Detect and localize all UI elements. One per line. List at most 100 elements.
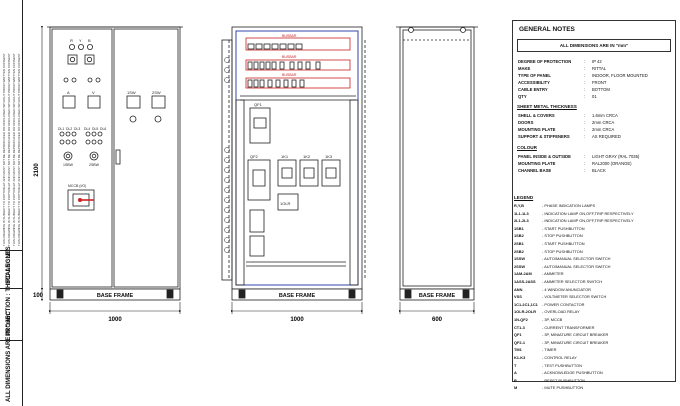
- front-base-frame: [49, 288, 181, 301]
- legend-item: T- TEST PUSHBUTTON: [514, 363, 582, 368]
- spec-row: MAKE:RITTAL: [518, 66, 607, 71]
- legend-item: 2SSW - AUTO/MANUAL SELECTOR SWITCH: [514, 264, 610, 269]
- legend-item: QF1- 3P, MINIATURE CIRCUIT BREAKER: [514, 332, 608, 337]
- legend-key: 1OLR-2OLR: [514, 309, 537, 315]
- breaker-qf1: [249, 107, 271, 144]
- legend-item: 1SB2- STOP PUSHBUTTON: [514, 233, 583, 238]
- spec-key: CABLE ENTRY: [518, 87, 548, 92]
- legend-item: 1OLR-2OLR- OVERLOAD RELAY: [514, 309, 580, 314]
- spec-value: IP 42: [592, 59, 602, 64]
- btn-label-4: DL4: [84, 127, 90, 131]
- btn-label-5: DL5: [92, 127, 98, 131]
- legend-value: - RESET PUSHBUTTON: [542, 377, 586, 383]
- legend-value: - AMMETER: [542, 271, 564, 277]
- legend-key: T: [514, 362, 517, 368]
- meter-a-label: A: [67, 90, 70, 95]
- colour-value: BLACK: [592, 168, 606, 173]
- legend-key: 1SB2: [514, 233, 524, 239]
- lamp-r: [69, 44, 76, 51]
- pushbutton-2sbw: [89, 151, 99, 161]
- busbar-label-1: BUSBAR: [282, 34, 297, 38]
- legend-key: K1-K3: [514, 355, 526, 360]
- spec-key: DEGREE OF PROTECTION: [518, 59, 572, 64]
- inside-width-dim: 1000: [290, 317, 304, 323]
- spec-row: CABLE ENTRY:BOTTOM: [518, 87, 610, 92]
- front-base-label: BASE FRAME: [97, 293, 134, 299]
- spec-value: 01: [592, 94, 597, 99]
- comp-qf2: QF2: [250, 154, 259, 159]
- dims-note: ALL DIMENSIONS ARE IN "mm": [517, 39, 671, 52]
- legend-value: - AUTO/MANUAL SELECTOR SWITCH: [542, 263, 611, 269]
- legend-key: 2SB1: [514, 241, 524, 246]
- legend-key: 2SSW: [514, 263, 526, 269]
- legend-item: 1SB1- START PUSHBUTTON: [514, 226, 585, 231]
- front-base-foot-right: [166, 289, 174, 299]
- legend-item: 1C1-2C1,1C1- POWER CONTACTOR: [514, 302, 584, 307]
- side-base-frame: [399, 288, 475, 301]
- sheet-key: MOUNTING PLATE: [518, 127, 556, 132]
- meter-v: [87, 95, 101, 109]
- legend-value: - VOLTMETER SELECTOR SWITCH: [542, 294, 607, 300]
- btn-label-2: DL2: [66, 127, 72, 131]
- legend-key: 1ASS-2ASS: [514, 279, 536, 284]
- sheet-key: SHELL & COVERS: [518, 113, 555, 118]
- spec-key: ACCESSIBILITY: [518, 80, 550, 85]
- spec-row: TYPE OF PANEL:INDOOR, FLOOR MOUNTED: [518, 73, 648, 78]
- pushbutton-2sbw-label: 2SBW: [89, 163, 100, 167]
- legend-value: - CURRENT TRANSFORMER: [542, 324, 595, 330]
- legend-item: 1L1-1L3- INDICATION LAMP ON,OFF,TRIP RES…: [514, 211, 634, 216]
- general-notes-panel: GENERAL NOTES ALL DIMENSIONS ARE IN "mm"…: [512, 20, 676, 382]
- front-cabinet-outline: [49, 26, 181, 290]
- front-view: [47, 26, 183, 301]
- legend-value: - MUTE PUSHBUTTON: [542, 385, 584, 391]
- legend-key: QF2-1: [514, 339, 526, 345]
- legend-key: ANN: [514, 286, 523, 292]
- sheet-value: 2mm CRCA: [592, 127, 615, 132]
- side-base-label: BASE FRAME: [419, 293, 456, 299]
- legend-value: - PHASE INDICATION LAMPS: [542, 203, 596, 208]
- legend-key: QF1: [514, 332, 522, 338]
- spec-key: TYPE OF PANEL: [518, 73, 551, 78]
- legend-key: 1C1-2C1,1C1: [514, 301, 538, 307]
- sheet-row: SHELL & COVERS:1.6mm CRCA: [518, 113, 618, 118]
- selector-1: [67, 54, 78, 65]
- colour-row: CHANNEL BASE:BLACK: [518, 168, 606, 173]
- meter-v-label: V: [92, 90, 95, 95]
- lamp-y: [78, 44, 85, 51]
- legend-item: 1SSW- AUTO/MANUAL SELECTOR SWITCH: [514, 256, 610, 261]
- comp-qf1: QF1: [254, 102, 263, 107]
- sheet-metal-title: SHEET METAL THICKNESS: [517, 104, 577, 109]
- legend-item: 1ASS-2ASS - AMMETER SELECTOR SWITCH: [514, 279, 602, 284]
- comp-1k2: 1K2: [303, 154, 311, 159]
- colour-key: CHANNEL BASE: [518, 168, 552, 173]
- legend-item: K1-K3- CONTROL RELAY: [514, 355, 577, 360]
- legend-item: 2SB2- STOP PUSHBUTTON: [514, 249, 583, 254]
- mccb-qf2: [247, 159, 271, 201]
- side-width-dim: 600: [432, 317, 443, 323]
- colour-value: LIGHT GRAY (RAL 7035): [592, 154, 640, 159]
- colour-row: PANEL INSIDE & OUTSIDE:LIGHT GRAY (RAL 7…: [518, 154, 640, 159]
- lamp-r-label: R: [70, 38, 73, 43]
- front-base-dim: 100: [33, 293, 44, 299]
- legend-value: - AMMETER SELECTOR SWITCH: [542, 279, 603, 284]
- colour-key: PANEL INSIDE & OUTSIDE: [518, 154, 571, 159]
- legend-title: LEGEND: [514, 195, 534, 200]
- sheet-key: SUPPORT & STIFFENERS: [518, 134, 570, 139]
- spec-key: QTY: [518, 94, 527, 99]
- busbar-label-2: BUSBAR: [282, 55, 297, 59]
- sheet-key: DOORS: [518, 120, 534, 125]
- front-base-foot-left: [56, 289, 64, 299]
- colour-row: MOUNTING PLATE:RAL2000 (ORANGE): [518, 161, 632, 166]
- legend-item: 1N-QF2- 3P, MCCB: [514, 317, 562, 322]
- meter-2sw: [151, 95, 166, 109]
- legend-value: - INDICATION LAMP ON,OFF,TRIP RESPECTIVE…: [542, 218, 634, 224]
- sheet-value: 2mm CRCA: [592, 120, 615, 125]
- pushbutton-1sbw-label: 1SBW: [63, 163, 74, 167]
- legend-item: CT1-3- CURRENT TRANSFORMER: [514, 325, 594, 330]
- legend-item: R- RESET PUSHBUTTON: [514, 378, 585, 383]
- front-left-door: [51, 28, 113, 288]
- spec-value: INDOOR, FLOOR MOUNTED: [592, 73, 648, 78]
- spec-key: MAKE: [518, 66, 531, 71]
- legend-panel: LEGEND R,Y,B- PHASE INDICATION LAMPS 1L1…: [514, 195, 674, 400]
